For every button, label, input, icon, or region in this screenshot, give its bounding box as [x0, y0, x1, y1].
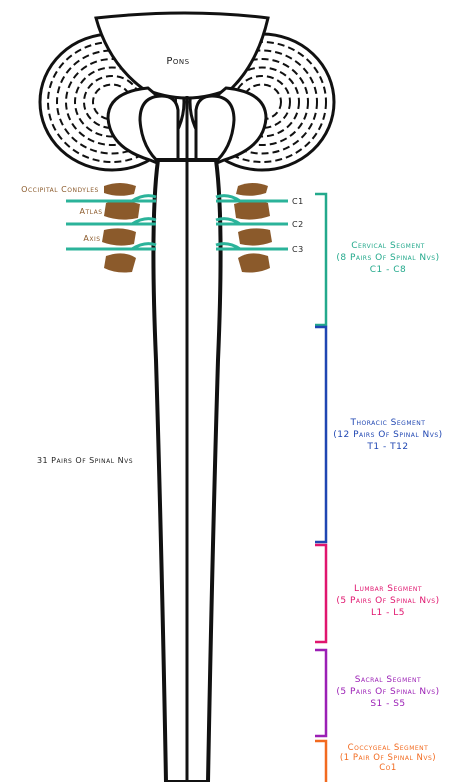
atlas-right	[234, 201, 270, 220]
bracket-thoracic	[315, 327, 326, 542]
total-spinal-nerves-label: 31 Pairs Of Spinal Nvs	[37, 456, 133, 465]
segment-label-sacral: Sacral Segment (5 Pairs Of Spinal Nvs) S…	[330, 674, 446, 710]
segment-pairs: (5 Pairs Of Spinal Nvs)	[330, 686, 446, 698]
c3-vertebra-left	[104, 253, 136, 272]
bracket-cervical	[315, 194, 326, 325]
segment-range: L1 - L5	[330, 607, 446, 619]
nerve-label-c1: C1	[292, 197, 304, 206]
atlas-label: Atlas	[79, 207, 102, 216]
axis-right	[238, 228, 272, 245]
nerve-label-c3: C3	[292, 245, 304, 254]
segment-title: Lumbar Segment	[330, 583, 446, 595]
segment-range: Co1	[330, 763, 446, 773]
segment-pairs: (5 Pairs Of Spinal Nvs)	[330, 595, 446, 607]
segment-range: T1 - T12	[330, 441, 446, 453]
bracket-lumbar	[315, 545, 326, 642]
segment-range: C1 - C8	[330, 264, 446, 276]
segment-title: Cervical Segment	[330, 240, 446, 252]
segment-range: S1 - S5	[330, 698, 446, 710]
bracket-sacral	[315, 650, 326, 736]
c3-vertebra-right	[238, 253, 270, 272]
occipital-condyles-label: Occipital Condyles	[21, 185, 99, 194]
segment-brackets	[315, 194, 326, 782]
pons-label: Pons	[166, 56, 189, 67]
axis-label: Axis	[83, 234, 100, 243]
segment-pairs: (8 Pairs Of Spinal Nvs)	[330, 252, 446, 264]
axis-left	[102, 228, 136, 245]
occipital-condyle-right	[236, 183, 268, 196]
segment-title: Thoracic Segment	[330, 417, 446, 429]
segment-pairs: (1 Pair Of Spinal Nvs)	[330, 753, 446, 763]
segment-pairs: (12 Pairs Of Spinal Nvs)	[330, 429, 446, 441]
segment-title: Coccygeal Segment	[330, 743, 446, 753]
atlas-left	[104, 201, 140, 220]
segment-label-cervical: Cervical Segment (8 Pairs Of Spinal Nvs)…	[330, 240, 446, 276]
nerve-label-c2: C2	[292, 220, 304, 229]
segment-title: Sacral Segment	[330, 674, 446, 686]
segment-label-coccygeal: Coccygeal Segment (1 Pair Of Spinal Nvs)…	[330, 743, 446, 774]
segment-label-thoracic: Thoracic Segment (12 Pairs Of Spinal Nvs…	[330, 417, 446, 453]
bracket-coccygeal	[315, 741, 326, 782]
occipital-condyle-left	[104, 183, 136, 196]
segment-label-lumbar: Lumbar Segment (5 Pairs Of Spinal Nvs) L…	[330, 583, 446, 619]
